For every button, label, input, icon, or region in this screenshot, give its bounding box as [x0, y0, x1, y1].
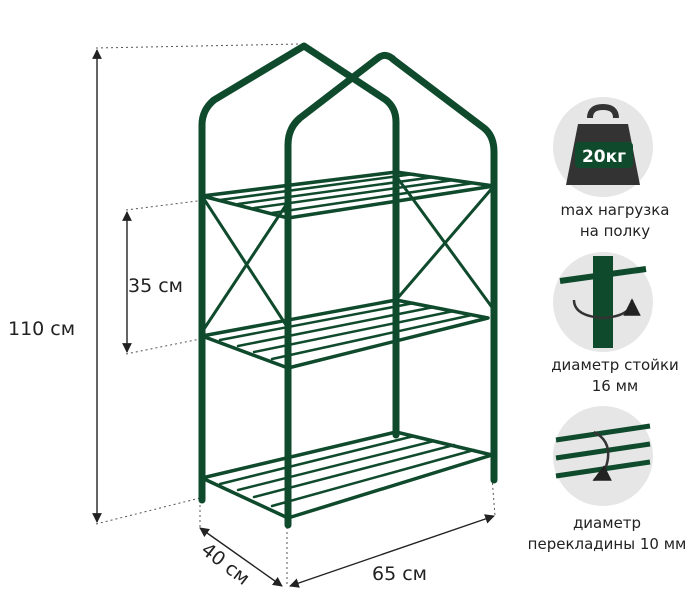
depth-arrow — [199, 527, 283, 587]
shelf-rack — [198, 42, 498, 529]
dimension-lines — [95, 43, 496, 586]
weight-icon — [553, 97, 653, 197]
crossbar-caption-line2: перекладины 10 мм — [527, 535, 687, 553]
height-label: 110 см — [8, 318, 75, 340]
post-caption: диаметр стойки 16 мм — [530, 355, 700, 397]
front-arch — [284, 51, 498, 529]
shelf-gap-label: 35 см — [128, 275, 183, 297]
load-caption-line2: на полку — [579, 222, 651, 240]
post-caption-line1: диаметр стойки — [551, 356, 679, 374]
load-caption: max нагрузка на полку — [540, 200, 690, 242]
crossbar-caption: диаметр перекладины 10 мм — [514, 513, 700, 555]
crossbar-diameter-icon — [553, 406, 653, 506]
width-label: 65 см — [372, 563, 427, 585]
post-caption-line2: 16 мм — [591, 377, 639, 395]
post-diameter-icon — [553, 252, 653, 352]
width-arrow — [289, 514, 495, 588]
weight-badge: 20кг — [582, 147, 626, 167]
shelf-bottom — [200, 430, 494, 520]
dimension-arrows — [92, 49, 495, 588]
crossbar-caption-line1: диаметр — [572, 514, 642, 532]
shelf-top — [200, 170, 496, 220]
shelf-middle — [200, 298, 490, 370]
back-arch — [198, 42, 400, 504]
load-caption-line1: max нагрузка — [560, 201, 670, 219]
